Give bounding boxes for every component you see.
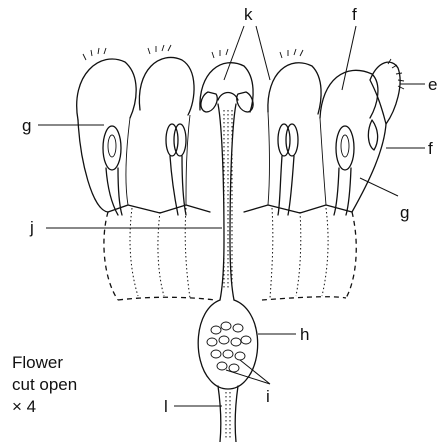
label-k: k xyxy=(244,5,253,24)
label-l: l xyxy=(164,397,168,416)
pistil xyxy=(198,92,257,442)
label-f-top: f xyxy=(352,5,357,24)
label-g-left: g xyxy=(22,116,31,135)
label-e: e xyxy=(428,75,437,94)
label-i: i xyxy=(266,387,270,406)
petal-lobes xyxy=(77,45,404,124)
label-f-right: f xyxy=(428,139,433,158)
caption-line-1: Flower xyxy=(12,352,77,374)
label-j: j xyxy=(29,218,34,237)
label-g-right: g xyxy=(400,203,409,222)
stamens xyxy=(103,120,378,215)
caption-line-2: cut open xyxy=(12,374,77,396)
label-h: h xyxy=(300,325,309,344)
leader-lines xyxy=(38,26,425,406)
caption: Flower cut open × 4 xyxy=(12,352,77,418)
caption-magnification: × 4 xyxy=(12,396,77,418)
